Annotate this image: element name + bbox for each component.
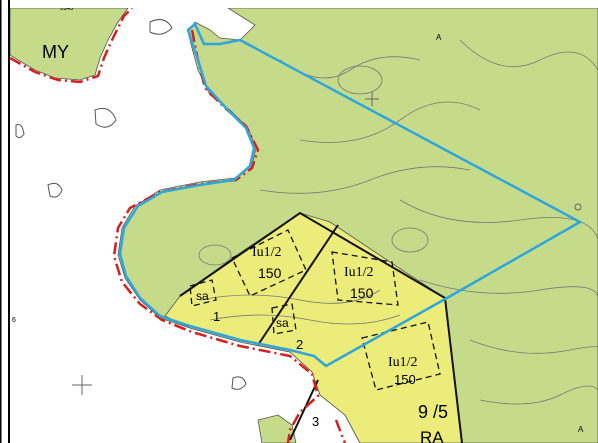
lot-boxes <box>189 229 441 391</box>
lot-b-code: Iu1/2 <box>344 265 374 280</box>
lot-number-3: 3 <box>312 414 319 429</box>
plan-area-boundary <box>118 21 583 368</box>
building-zone-area <box>164 212 463 443</box>
lot-number-2: 2 <box>296 337 303 352</box>
island <box>257 414 297 443</box>
lot-a-code: Iu1/2 <box>252 245 282 260</box>
height-point-label: 5143 <box>60 6 74 12</box>
zone-label-ra: RA <box>420 428 444 443</box>
survey-markers <box>72 92 582 395</box>
terrain-symbol: A <box>578 425 584 434</box>
block-number-label: 9 /5 <box>418 402 448 422</box>
zone-label-my: MY <box>42 42 69 62</box>
block-boundaries <box>179 211 463 443</box>
lot-c-value: 150 <box>394 372 416 387</box>
lot-a-value: 150 <box>258 265 282 281</box>
sauna-label-2: sa <box>276 316 289 330</box>
lot-b-value: 150 <box>350 285 374 301</box>
ponds <box>15 19 247 390</box>
terrain-symbol: A <box>436 33 442 42</box>
lot-c-code: Iu1/2 <box>388 355 418 370</box>
height-point-label: 6 <box>12 317 16 324</box>
sauna-label-1: sa <box>196 289 209 303</box>
lot-number-1: 1 <box>213 309 220 324</box>
contour-lines <box>198 39 598 405</box>
forest-area-my <box>10 8 129 81</box>
